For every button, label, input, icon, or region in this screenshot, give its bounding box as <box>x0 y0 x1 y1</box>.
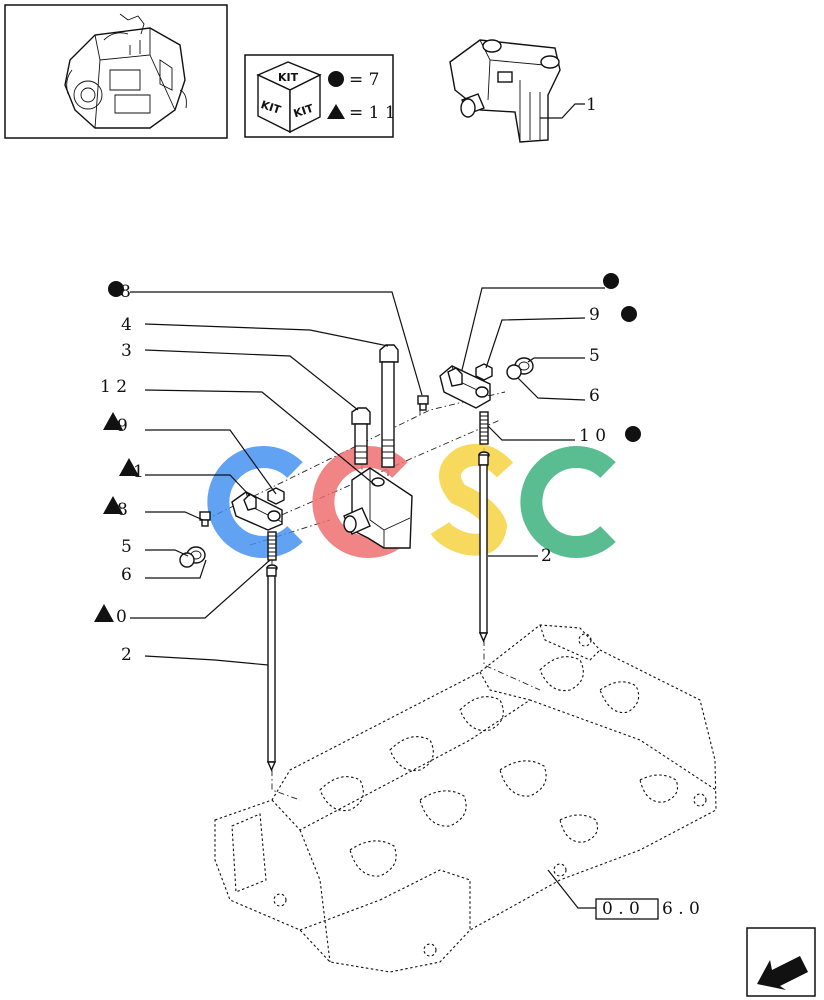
center-small-screw-icon <box>417 395 429 411</box>
leader-6-right <box>517 377 586 401</box>
callout-6-right: 6 <box>589 386 600 406</box>
leader-7-circle <box>461 287 605 371</box>
leader-lines <box>130 287 605 666</box>
leader-2-left <box>144 655 269 666</box>
callout-1: 1 <box>586 95 597 115</box>
leader-8-triangle <box>145 511 204 521</box>
left-adjuster-stud-icon <box>267 531 277 561</box>
watermark-letter-c1 <box>207 446 303 558</box>
engine-thumbnail[interactable] <box>4 4 228 139</box>
leader-4 <box>144 323 389 347</box>
callout-2-right: 2 <box>541 546 552 566</box>
right-washer-6-icon <box>506 364 522 380</box>
right-pushrod-icon <box>478 451 490 643</box>
kit-cube-icon: KIT KIT KIT <box>256 61 322 134</box>
leader-8-circle <box>130 291 423 396</box>
leader-10-right <box>487 425 575 441</box>
rocker-assembly-icon <box>449 39 561 143</box>
kit-legend: KIT KIT KIT = 7 = 1 1 <box>244 54 396 138</box>
watermark-letter-s <box>430 444 514 556</box>
callout-3: 3 <box>121 341 132 361</box>
leader-9-triangle <box>145 429 277 495</box>
right-adjuster-stud-icon <box>479 411 489 445</box>
leader-3 <box>144 349 359 411</box>
right-nut-icon <box>475 363 493 381</box>
reference-box <box>595 898 659 920</box>
circle-symbol-icon <box>108 281 124 297</box>
leader-9-right <box>485 317 586 369</box>
leader-6-left <box>145 559 207 579</box>
left-rocker-arm-icon <box>231 491 283 531</box>
left-nut-icon <box>267 487 285 505</box>
kit-label-top: KIT <box>278 71 299 84</box>
reference-part: 0 . 0 <box>602 899 640 919</box>
triangle-symbol-icon <box>327 104 345 119</box>
callout-8-triangle: 8 <box>117 500 128 520</box>
kit-circle-count: = 7 <box>349 70 379 90</box>
callout-8-circle: 8 <box>120 282 131 302</box>
callout-2-left: 2 <box>121 645 132 665</box>
leader-ref <box>547 869 596 909</box>
callout-11-triangle: 1 <box>133 462 144 482</box>
watermark-letter-c2 <box>520 446 616 558</box>
left-washer-6-icon <box>179 552 195 568</box>
rocker-support-icon <box>343 467 413 549</box>
callout-9-triangle: 9 <box>117 416 128 436</box>
circle-symbol-icon <box>621 306 637 322</box>
triangle-symbol-icon <box>103 412 123 430</box>
long-bolt-icon <box>379 344 399 468</box>
callout-4: 4 <box>121 315 132 335</box>
circle-symbol-icon <box>625 426 641 442</box>
callout-10-triangle: 0 <box>116 607 127 627</box>
callout-5-right: 5 <box>589 346 600 366</box>
callout-12: 1 2 <box>100 377 127 397</box>
callout-5-left: 5 <box>121 537 132 557</box>
leader-5-left <box>145 549 189 557</box>
left-pushrod-icon <box>266 564 278 772</box>
kit-label-right: KIT <box>292 102 316 121</box>
circle-symbol-icon <box>603 273 619 289</box>
leader-11-triangle <box>145 474 251 497</box>
previous-page-button[interactable] <box>746 927 816 997</box>
callout-9-right: 9 <box>589 305 600 325</box>
leader-5-right <box>527 357 585 363</box>
kit-label-left: KIT <box>259 98 283 117</box>
kit-triangle-count: = 1 1 <box>349 103 396 123</box>
circle-symbol-icon <box>328 71 344 87</box>
triangle-symbol-icon <box>103 496 123 514</box>
callout-labels: 8 4 3 1 2 9 1 8 5 6 0 2 9 5 6 1 0 2 <box>100 282 606 665</box>
reference-suffix: 6 . 0 <box>662 899 700 919</box>
right-rocker-arm-icon <box>439 365 491 409</box>
callout-6-left: 6 <box>121 565 132 585</box>
triangle-symbol-icon <box>94 604 114 622</box>
cylinder-head-icon <box>214 624 717 973</box>
left-small-screw-icon <box>199 511 211 527</box>
short-bolt-icon <box>351 407 371 465</box>
engine-icon <box>64 13 187 129</box>
leader-10-triangle <box>130 559 271 619</box>
arrow-back-icon <box>757 952 808 990</box>
leader-1 <box>540 103 585 119</box>
callout-10-right: 1 0 <box>579 426 606 446</box>
leader-12 <box>144 389 376 486</box>
triangle-symbol-icon <box>119 458 139 476</box>
